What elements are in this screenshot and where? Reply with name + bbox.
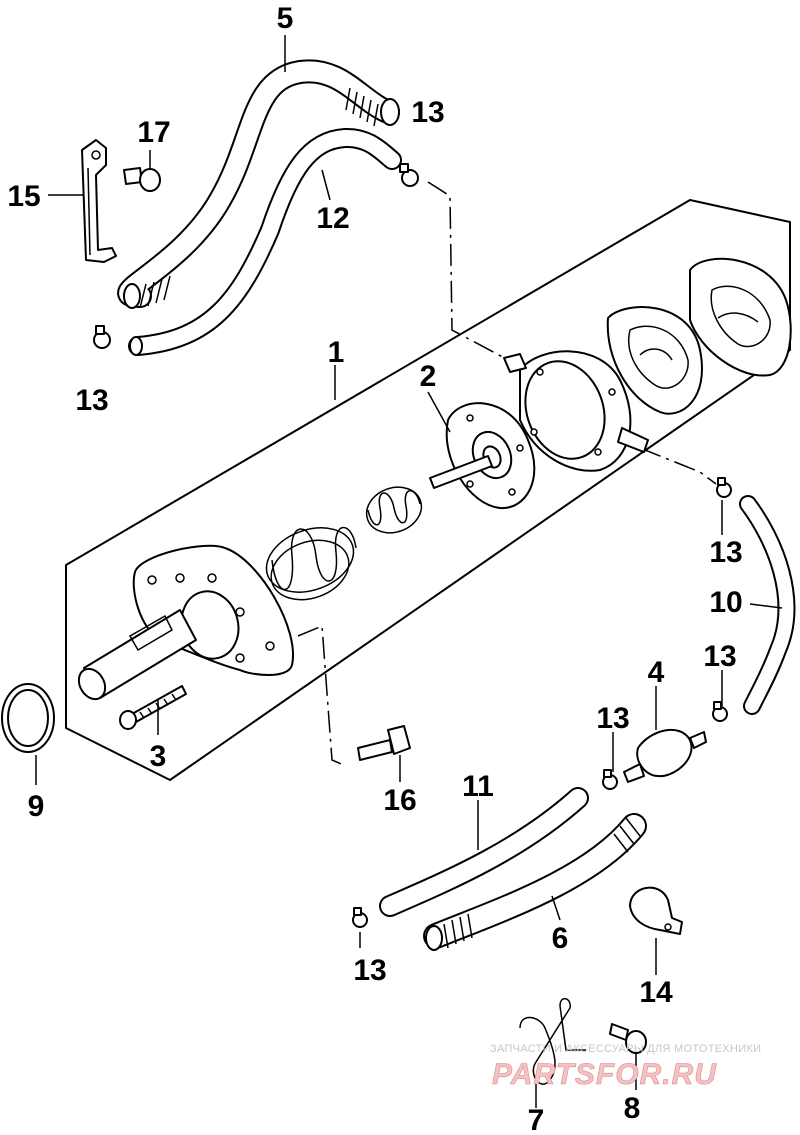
clamp-13-b — [93, 325, 111, 349]
bolt-16 — [357, 725, 411, 761]
callout-13-left: 13 — [75, 384, 108, 417]
guide-lines — [297, 181, 717, 767]
hose-11 — [379, 787, 589, 917]
callout-13-top: 13 — [411, 96, 444, 129]
watermark-logo: PARTSFOR.RU — [492, 1058, 717, 1091]
callout-13-right-lower: 13 — [703, 640, 736, 673]
clamp-13-e — [602, 769, 618, 790]
watermark-tagline: ЗАПЧАСТИ И АКСЕССУАРЫ ДЛЯ МОТОТЕХНИКИ — [490, 1043, 761, 1055]
hose-12 — [128, 128, 402, 356]
clamp-13-a — [399, 163, 419, 187]
callout-labels: 1 2 3 4 5 6 7 8 9 10 11 12 13 13 13 13 1… — [7, 2, 742, 1135]
hose-5 — [117, 59, 400, 309]
spring-small — [365, 486, 423, 534]
callout-11: 11 — [462, 770, 494, 803]
watermark: ЗАПЧАСТИ И АКСЕССУАРЫ ДЛЯ МОТОТЕХНИКИ PA… — [490, 1043, 761, 1091]
callout-13-right-upper: 13 — [709, 536, 742, 569]
bracket-15 — [81, 139, 117, 263]
callout-3: 3 — [150, 740, 167, 773]
gasket-plate — [606, 306, 703, 415]
callout-2: 2 — [420, 360, 437, 393]
diaphragm-plate — [689, 257, 792, 377]
fuel-filter-4 — [623, 729, 707, 783]
o-ring-9 — [1, 683, 55, 753]
clip-14 — [629, 886, 683, 935]
hose-clamps — [93, 163, 732, 928]
hose-6 — [423, 813, 647, 951]
clamp-13-d — [712, 701, 728, 722]
clamp-13-f — [352, 907, 368, 928]
diaphragm-2 — [429, 402, 536, 510]
hose-10 — [739, 495, 796, 715]
leader-lines — [35, 35, 783, 1108]
screw-17 — [123, 167, 161, 192]
pump-housing — [77, 544, 295, 701]
callout-13-filter: 13 — [596, 702, 629, 735]
callout-12: 12 — [316, 202, 349, 235]
callout-1: 1 — [328, 336, 345, 369]
clamp-13-c — [716, 477, 732, 498]
callout-14: 14 — [639, 976, 673, 1009]
callout-9: 9 — [28, 790, 45, 823]
callout-17: 17 — [137, 116, 170, 149]
callout-13-bottom: 13 — [353, 954, 386, 987]
callout-7: 7 — [528, 1104, 545, 1135]
screw-3 — [119, 685, 187, 730]
callout-6: 6 — [552, 922, 569, 955]
spring-clip-7 — [519, 997, 586, 1085]
callout-5: 5 — [277, 2, 294, 35]
callout-4: 4 — [648, 656, 665, 689]
assembly-box-outline — [65, 199, 791, 781]
callout-15: 15 — [7, 180, 40, 213]
pump-cover — [503, 350, 649, 472]
callout-16: 16 — [383, 784, 416, 817]
spring-large — [265, 526, 357, 601]
callout-8: 8 — [624, 1092, 641, 1125]
screw-8 — [609, 1023, 647, 1054]
callout-10: 10 — [709, 586, 742, 619]
